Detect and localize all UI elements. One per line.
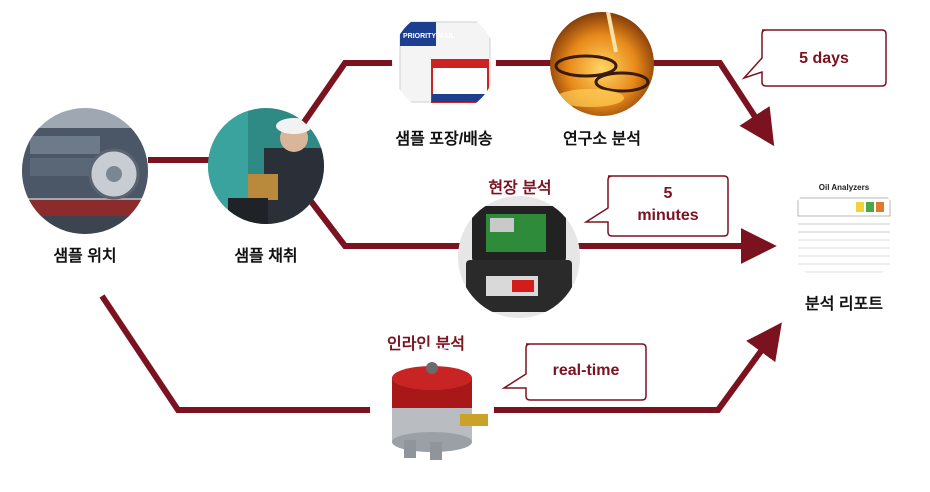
priority-mail-photo: PRIORITY MAIL	[392, 10, 496, 114]
label-onsite-analysis: 현장 분석	[488, 180, 552, 197]
callout-onsite-value: 5	[663, 185, 673, 202]
worker-photo	[208, 108, 324, 224]
label-sample-location: 샘플 위치	[53, 248, 117, 265]
path-to-onsite	[307, 198, 777, 264]
callout-inline	[501, 343, 647, 401]
inline-sensor-photo	[370, 348, 494, 472]
callout-lab	[741, 29, 887, 87]
engine-photo	[22, 108, 148, 234]
box-text: PRIORITY MAIL	[403, 33, 456, 40]
report-title: Oil Analyzers	[819, 183, 870, 192]
label-packaging: 샘플 포장/배송	[395, 131, 493, 148]
label-sample-collection: 샘플 채취	[234, 248, 298, 265]
callout-onsite-unit: minutes	[637, 207, 699, 224]
path-to-lab	[297, 60, 775, 147]
callout-lab-text: 5 days	[799, 50, 849, 67]
callout-inline-text: real-time	[552, 362, 620, 379]
callout-onsite	[583, 175, 729, 237]
lab-glassware-photo	[550, 12, 654, 116]
report-photo: Oil Analyzers	[788, 176, 900, 288]
label-lab-analysis: 연구소 분석	[562, 131, 642, 148]
label-report: 분석 리포트	[804, 296, 884, 313]
onsite-analyzer-photo	[458, 196, 580, 318]
